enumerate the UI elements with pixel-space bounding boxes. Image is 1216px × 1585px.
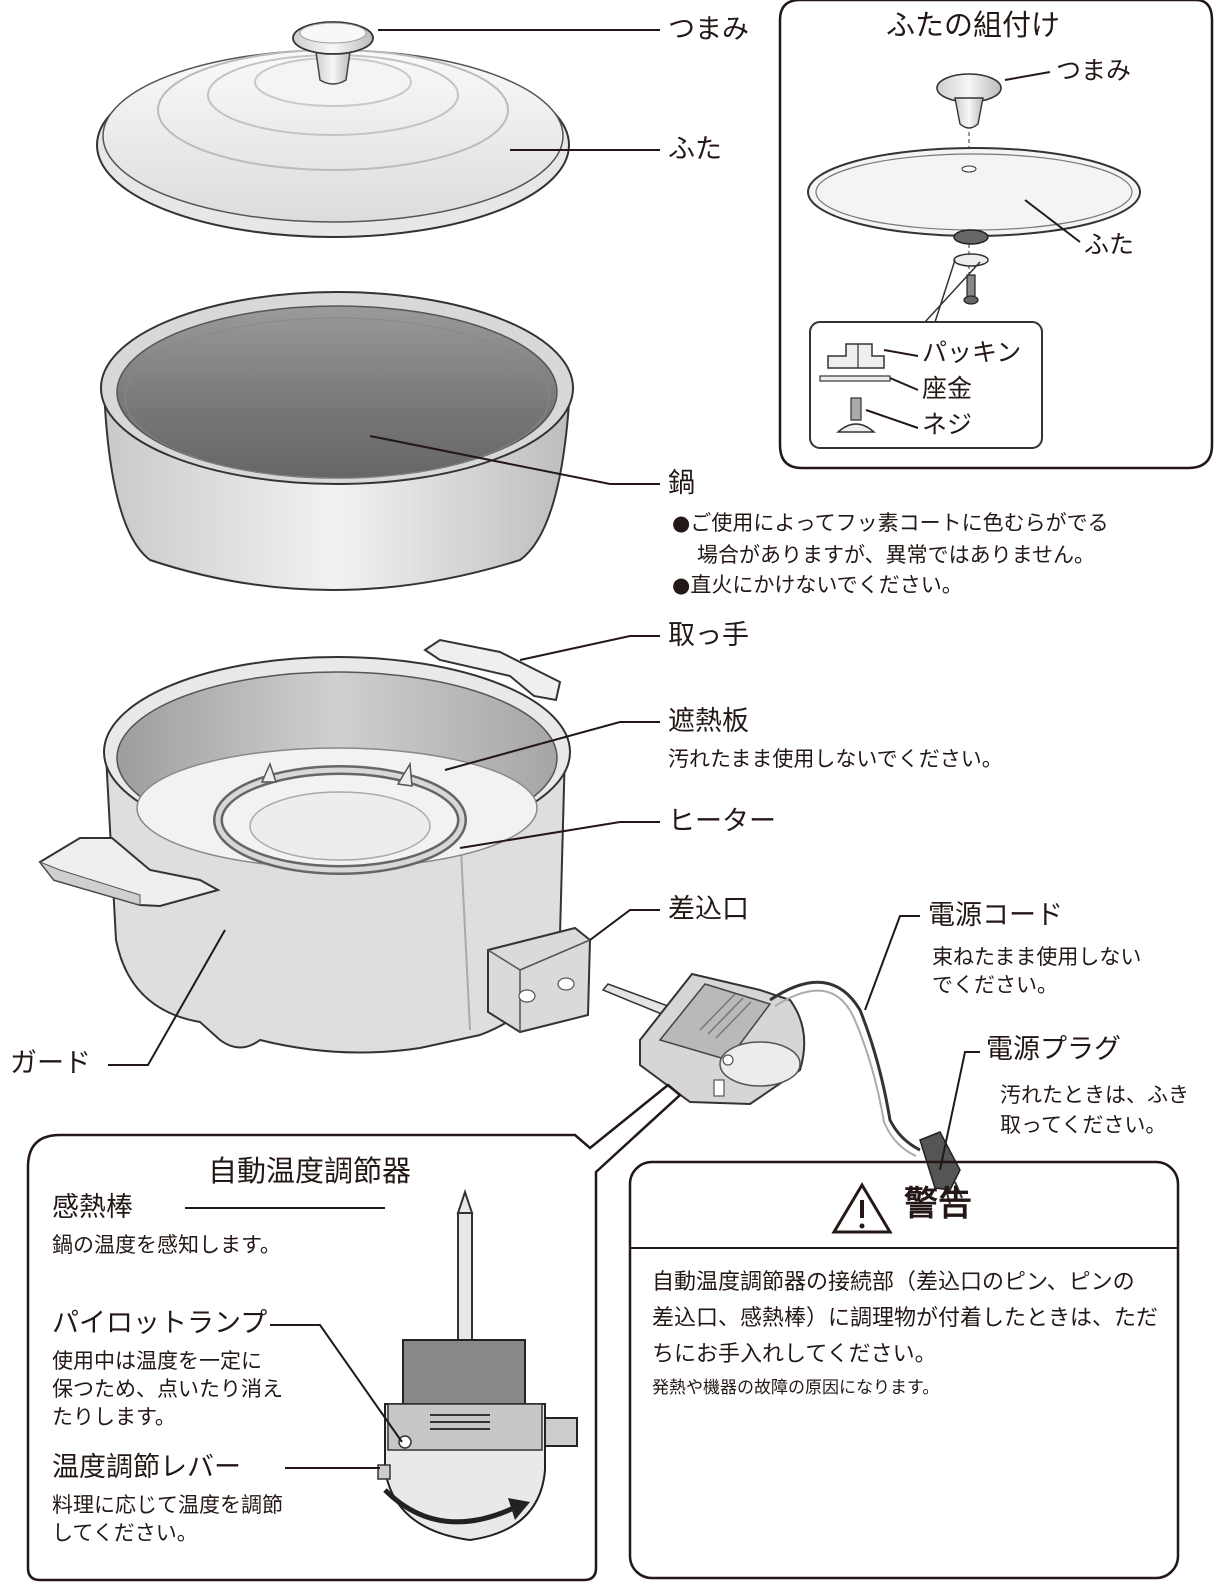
controller-lever-note-1: 料理に応じて温度を調節 [52, 1493, 283, 1517]
lid-assembly-knob: つまみ [1056, 56, 1132, 85]
lid-illustration [96, 21, 570, 238]
warning-title: 警告 [904, 1184, 972, 1224]
controller-lever-note-2: してください。 [52, 1521, 198, 1545]
plug-note-2: 取ってください。 [1000, 1113, 1167, 1137]
label-pot: 鍋 [668, 468, 695, 499]
label-inlet: 差込口 [668, 894, 749, 925]
lid-assembly-packing: パッキン [922, 338, 1022, 367]
controller-rod-note: 鍋の温度を感知します。 [52, 1233, 281, 1257]
base-illustration [38, 638, 592, 1054]
controller-enlarged-illustration [377, 1188, 578, 1542]
label-heater: ヒーター [668, 806, 776, 837]
controller-title: 自動温度調節器 [208, 1154, 412, 1188]
controller-illustration [601, 972, 963, 1205]
warning-line-3: ちにお手入れしてください。 [652, 1342, 937, 1367]
lid-assembly-washer: 座金 [922, 374, 973, 403]
pot-illustration [100, 291, 574, 591]
controller-rod: 感熱棒 [52, 1192, 133, 1223]
lid-assembly-frame [778, 0, 1214, 470]
pot-note-1: ●ご使用によってフッ素コートに色むらがでる [672, 511, 1109, 535]
lid-assembly-screw: ネジ [922, 410, 973, 439]
pot-note-2: ●直火にかけないでください。 [672, 573, 963, 597]
plug-note-1: 汚れたときは、ふき [1000, 1083, 1189, 1107]
controller-lever: 温度調節レバー [52, 1452, 241, 1483]
label-heat-shield: 遮熱板 [668, 706, 749, 737]
controller-lamp-note-1: 使用中は温度を一定に [52, 1349, 262, 1373]
leader-lines [108, 29, 1081, 1469]
warning-line-4: 発熱や機器の故障の原因になります。 [652, 1378, 940, 1398]
heat-shield-note: 汚れたまま使用しないでください。 [668, 747, 1003, 771]
label-knob: つまみ [668, 14, 749, 45]
warning-line-1: 自動温度調節器の接続部（差込口のピン、ピンの [652, 1270, 1135, 1295]
warning-frame [628, 1160, 1180, 1580]
controller-lamp-note-2: 保つため、点いたり消え [52, 1377, 283, 1401]
controller-lamp: パイロットランプ [52, 1308, 268, 1339]
label-plug: 電源プラグ [986, 1034, 1121, 1065]
label-lid: ふた [668, 134, 722, 165]
controller-inset-frame [26, 1083, 682, 1582]
label-handle: 取っ手 [668, 620, 749, 651]
pot-note-1b: 場合がありますが、異常ではありません。 [697, 543, 1095, 567]
controller-lamp-note-3: たりします。 [52, 1405, 176, 1429]
label-cord: 電源コード [928, 900, 1063, 931]
lid-assembly-lid: ふた [1084, 230, 1135, 259]
lid-assembly-illustration [807, 73, 1141, 449]
warning-icon [831, 1182, 893, 1234]
warning-line-2: 差込口、感熱棒）に調理物が付着したときは、ただ [652, 1306, 1159, 1331]
cord-note-2: でください。 [932, 973, 1058, 997]
lid-assembly-title: ふたの組付け [886, 8, 1061, 42]
cord-note-1: 束ねたまま使用しない [932, 945, 1142, 969]
label-guard: ガード [10, 1048, 91, 1079]
